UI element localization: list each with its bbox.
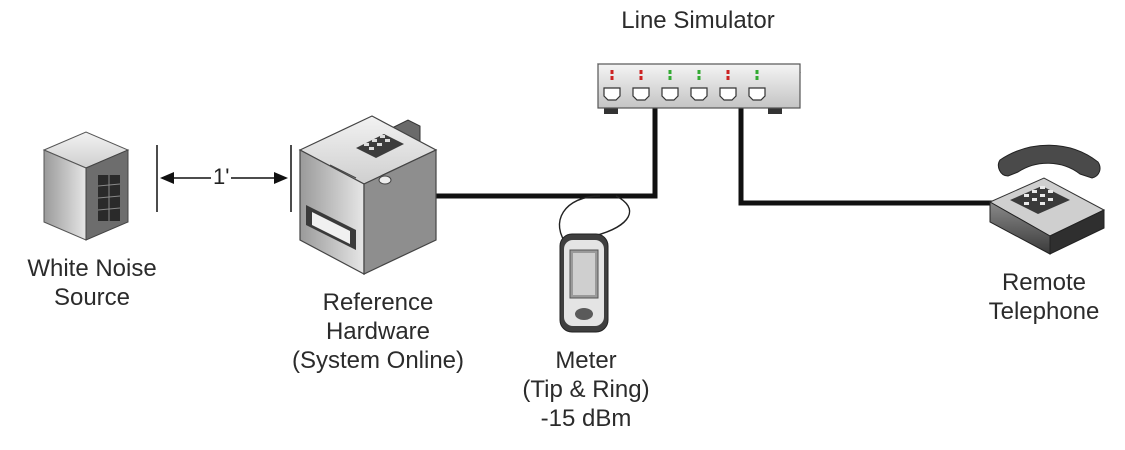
edge-simulator-to-telephone (738, 106, 1002, 206)
port-jack (603, 87, 621, 101)
port-indicator-light (610, 76, 614, 80)
port-indicator-light (668, 70, 672, 74)
telephone-icon (988, 144, 1106, 255)
remote-telephone-label: Remote Telephone (988, 269, 1100, 325)
line-port (748, 70, 766, 101)
connections (436, 106, 1002, 247)
port-indicator-light (668, 76, 672, 80)
port-jack (748, 87, 766, 101)
port-jack (690, 87, 708, 101)
port-indicator-light (697, 76, 701, 80)
edge-meter-lead-right (593, 195, 631, 237)
meter-icon (559, 233, 609, 333)
port-indicator-light (755, 70, 759, 74)
port-indicator-light (639, 70, 643, 74)
line-port (603, 70, 621, 101)
line-port (690, 70, 708, 101)
white-noise-source-label: White Noise Source (27, 255, 157, 311)
port-jack (661, 87, 679, 101)
reference-hardware-icon (298, 115, 438, 275)
port-indicator-light (755, 76, 759, 80)
distance-label: 1' (211, 164, 232, 190)
port-indicator-light (726, 76, 730, 80)
edge-hardware-to-simulator (436, 106, 658, 199)
port-indicator-light (639, 76, 643, 80)
line-simulator-icon (597, 63, 801, 114)
port-jack (632, 87, 650, 101)
port-indicator-light (726, 70, 730, 74)
line-port (661, 70, 679, 101)
line-port (719, 70, 737, 101)
line-simulator-label: Line Simulator (621, 7, 775, 34)
reference-hardware-label: Reference Hardware (System Online) (291, 289, 465, 374)
port-jack (719, 87, 737, 101)
line-simulator-ports (603, 70, 766, 101)
line-port (632, 70, 650, 101)
meter-label: Meter (Tip & Ring) -15 dBm (522, 347, 650, 432)
port-indicator-light (610, 70, 614, 74)
white-noise-source-icon (42, 131, 130, 241)
port-indicator-light (697, 70, 701, 74)
